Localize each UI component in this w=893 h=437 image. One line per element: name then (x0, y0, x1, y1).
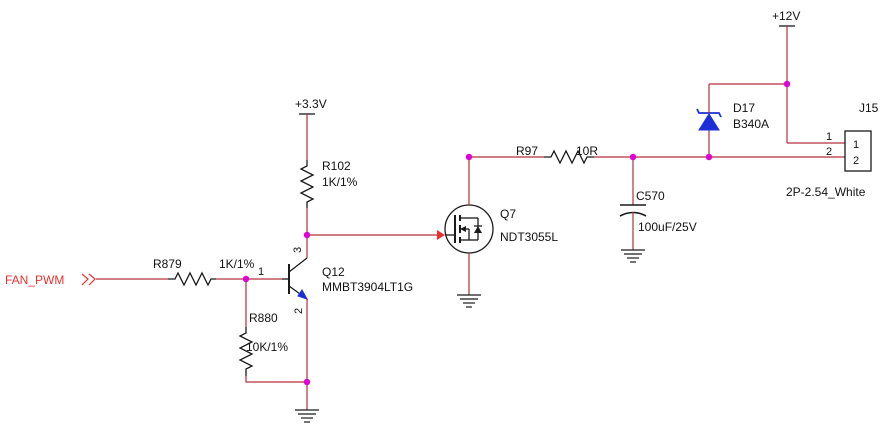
j15-pin1-outer: 1 (826, 131, 832, 143)
q12-npn-transistor (282, 257, 309, 300)
q12-collector-pin-number: 3 (292, 247, 304, 253)
q7-ground-symbol (457, 294, 481, 308)
q12-base-pin-number: 1 (258, 266, 264, 278)
r97-resistor (544, 149, 594, 165)
junction-dot-base (242, 275, 250, 283)
r102-ref: R102 (322, 159, 351, 173)
junction-dot-drain (465, 153, 473, 161)
junction-dot-collector (303, 231, 311, 239)
r880-value: 10K/1% (246, 340, 288, 354)
fan-pwm-net-label: FAN_PWM (5, 273, 64, 287)
junction-dot-c570 (629, 153, 637, 161)
c570-value: 100uF/25V (638, 220, 697, 234)
j15-pin2-outer: 2 (826, 146, 832, 158)
q12-ref: Q12 (322, 265, 345, 279)
gate-signal-arrow (437, 230, 445, 240)
junction-dot-d17-anode (705, 153, 713, 161)
j15-pin2-inner: 2 (853, 155, 859, 167)
q12-ground-symbol (295, 409, 319, 423)
fan-pwm-port-symbol (81, 273, 96, 286)
d17-ref: D17 (733, 101, 755, 115)
junction-dot-v12 (783, 80, 791, 88)
r880-resistor (238, 327, 254, 376)
r97-ref: R97 (516, 144, 538, 158)
r879-ref: R879 (153, 257, 182, 271)
r879-value: 1K/1% (219, 257, 255, 271)
j15-ref: J15 (859, 101, 879, 115)
d17-value: B340A (733, 117, 769, 131)
j15-connector (844, 130, 872, 172)
v33-net-label: +3.3V (295, 97, 327, 111)
wire-r880-to-emitter-node (245, 376, 307, 383)
q7-ref: Q7 (500, 207, 516, 221)
q12-emitter-pin-number: 2 (293, 308, 305, 314)
q7-value: NDT3055L (500, 230, 558, 244)
r97-value: 10R (576, 144, 598, 158)
r880-ref: R880 (249, 311, 278, 325)
j15-value: 2P-2.54_White (786, 185, 866, 199)
c570-ground-symbol (621, 249, 645, 263)
junction-dot-emitter (303, 378, 311, 386)
j15-pin1-inner: 1 (853, 139, 859, 151)
r102-resistor (299, 160, 315, 208)
c570-ref: C570 (636, 189, 665, 203)
r879-resistor (168, 271, 216, 287)
v12-net-label: +12V (772, 9, 800, 23)
q12-value: MMBT3904LT1G (322, 280, 413, 294)
r102-value: 1K/1% (322, 175, 358, 189)
q7-nmos-transistor (444, 204, 494, 254)
